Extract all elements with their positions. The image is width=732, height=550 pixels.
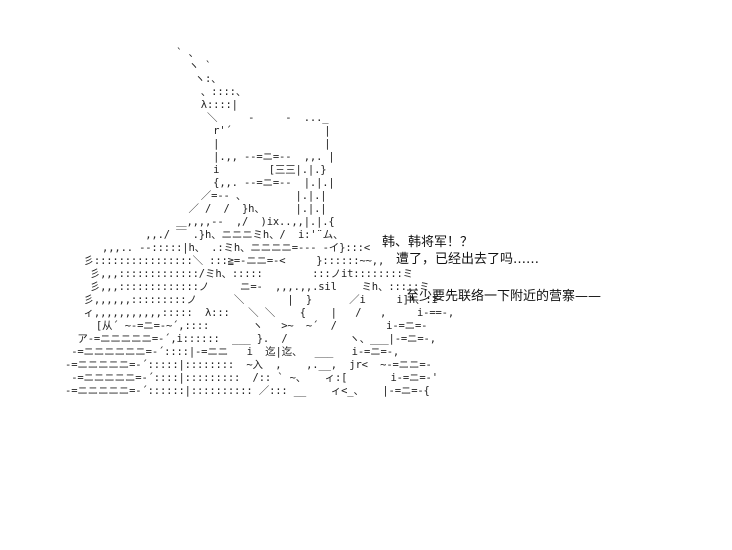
ascii-art-armored-general: ` 、 ヽ ` ヽ:、 、::::、 λ::::| ＼ - - ..._ (65, 47, 455, 397)
dialogue-line-3: 至少要先联络一下附近的营寨—— (406, 289, 602, 304)
dialogue-line-1: 韩、韩将军！？ (382, 235, 474, 250)
dialogue-line-2: 遭了，已经出去了吗…… (396, 252, 540, 267)
